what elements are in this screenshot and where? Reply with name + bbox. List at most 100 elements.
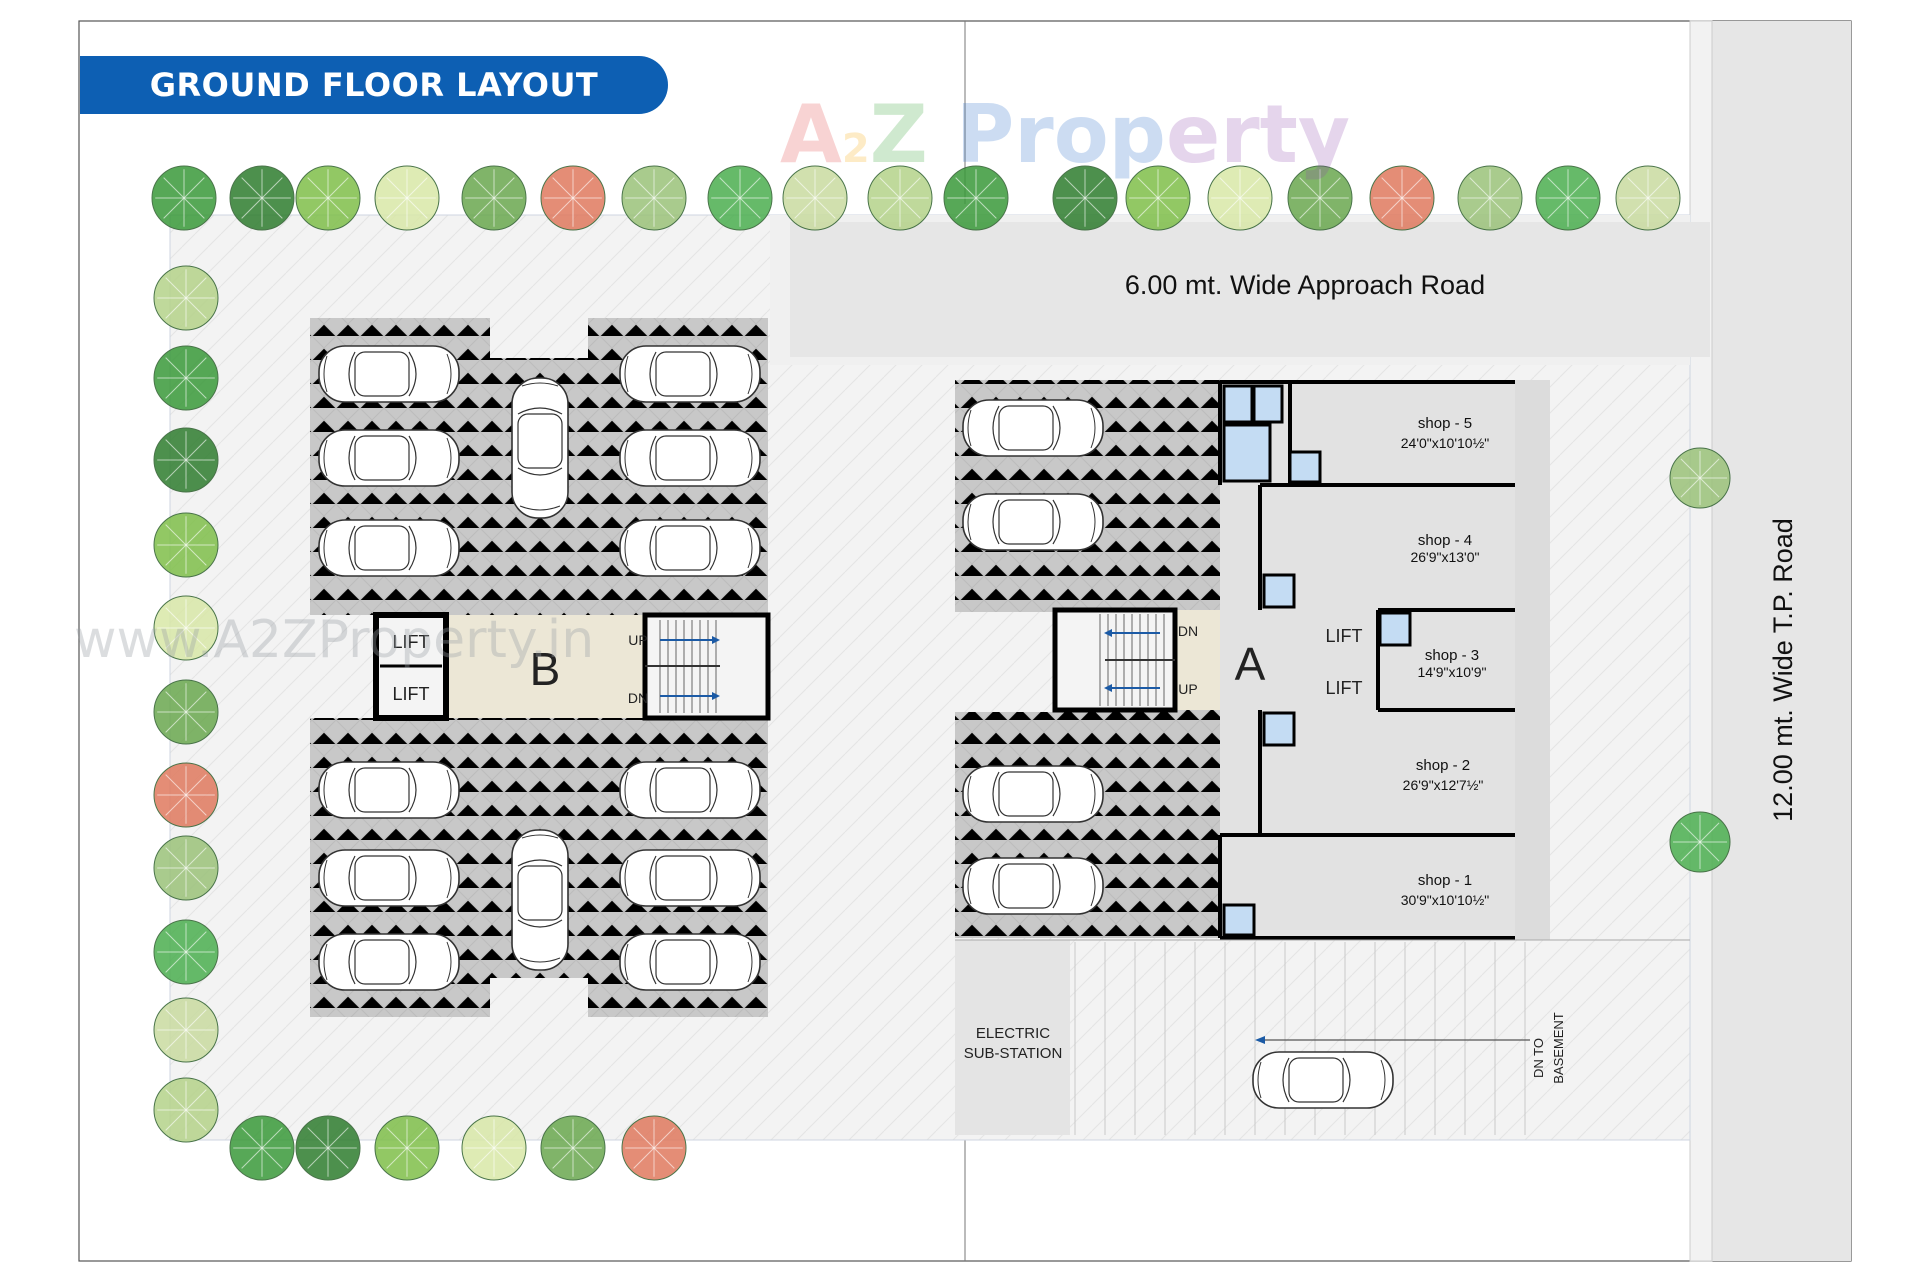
tree-branch (307, 1127, 329, 1149)
tree-branch (307, 1147, 329, 1169)
tree-branch (185, 774, 207, 796)
tree-branch (386, 177, 408, 199)
stair-a-up: UP (1178, 681, 1197, 697)
tree-branch (552, 1127, 574, 1149)
tree-branch (814, 197, 836, 219)
watermark-part: Z (869, 88, 928, 181)
tree-branch (165, 377, 187, 399)
shop-4-size: 26'9"x13'0" (1410, 549, 1479, 565)
shop-5-name: shop - 5 (1418, 415, 1472, 432)
tree-branch (1680, 458, 1701, 479)
tree-branch (165, 774, 187, 796)
tree-branch (165, 711, 187, 733)
tree-branch (739, 197, 761, 219)
tree-branch (493, 177, 515, 199)
tree-branch (185, 951, 207, 973)
tree-branch (739, 177, 761, 199)
tree-branch (493, 1127, 515, 1149)
car (619, 429, 761, 487)
lift-a-label-2: LIFT (1325, 678, 1362, 698)
car (962, 399, 1104, 457)
tree-branch (552, 177, 574, 199)
tree-branch (185, 524, 207, 546)
watermark-brand: A2Z Property (780, 88, 1350, 181)
tree-branch (572, 177, 594, 199)
tree-branch (1299, 197, 1321, 219)
tree-branch (165, 297, 187, 319)
tree-branch (1319, 197, 1341, 219)
tree-branch (163, 197, 185, 219)
tree-branch (653, 1147, 675, 1169)
toilet-block (1262, 711, 1296, 747)
tree-branch (185, 607, 207, 629)
car (318, 345, 460, 403)
tree-branch (327, 1127, 349, 1149)
electric-label-1: ELECTRIC (976, 1025, 1050, 1042)
tree-branch (1157, 197, 1179, 219)
tree-branch (185, 931, 207, 953)
tree-branch (185, 691, 207, 713)
watermark-part: erty (1165, 88, 1351, 181)
shop-5-size: 24'0"x10'10½" (1401, 435, 1489, 451)
watermark-part: Prop (927, 88, 1166, 181)
tree-branch (794, 197, 816, 219)
tree-branch (185, 277, 207, 299)
stair-b-dn: DN (628, 690, 648, 706)
tree-branch (165, 794, 187, 816)
tree-branch (633, 197, 655, 219)
tree-branch (185, 711, 207, 733)
tree-branch (327, 1147, 349, 1169)
shop-1-size: 30'9"x10'10½" (1401, 892, 1489, 908)
tree-branch (1219, 197, 1241, 219)
tree-branch (1064, 197, 1086, 219)
ramp-label-1: DN TO (1531, 1038, 1546, 1078)
shop-1-name: shop - 1 (1418, 872, 1472, 889)
watermark-part: A (780, 88, 842, 181)
tree-branch (1137, 197, 1159, 219)
tree-branch (1547, 197, 1569, 219)
toilet-block (1222, 903, 1256, 937)
electric-label-2: SUB-STATION (964, 1045, 1063, 1062)
car (318, 429, 460, 487)
tree-branch (185, 1089, 207, 1111)
car (619, 849, 761, 907)
tree-branch (406, 177, 428, 199)
approach-road (790, 222, 1710, 357)
car (619, 519, 761, 577)
tree-branch (1567, 177, 1589, 199)
stair-b-up: UP (628, 632, 647, 648)
watermark-part: 2 (841, 126, 870, 172)
shops-verandah (1515, 380, 1550, 940)
tree-branch (1627, 197, 1649, 219)
car (318, 849, 460, 907)
tree-branch (473, 1147, 495, 1169)
watermark-url: www.A2ZProperty.in (74, 610, 595, 670)
tree-branch (1699, 477, 1720, 498)
wing-a-label: A (1235, 638, 1266, 690)
lift-b-label-1: LIFT (392, 632, 429, 652)
tree-branch (185, 297, 207, 319)
tree-branch (1680, 822, 1701, 843)
wing-b-label: B (530, 643, 561, 695)
tree-branch (1239, 177, 1261, 199)
tree-branch (1627, 177, 1649, 199)
tree-branch (406, 197, 428, 219)
tree-branch (814, 177, 836, 199)
tree-branch (165, 459, 187, 481)
tree-branch (165, 357, 187, 379)
car (318, 933, 460, 991)
tree-branch (653, 1127, 675, 1149)
tree-branch (879, 177, 901, 199)
lift-b-label-2: LIFT (392, 684, 429, 704)
tree-branch (165, 931, 187, 953)
tree-branch (165, 1089, 187, 1111)
shop-3-name: shop - 3 (1425, 647, 1479, 664)
tree-branch (572, 197, 594, 219)
tree-branch (1680, 841, 1701, 862)
tree-branch (1699, 822, 1720, 843)
tree-branch (719, 177, 741, 199)
ramp-label-2: BASEMENT (1551, 1012, 1566, 1084)
electric-substation (955, 940, 1070, 1135)
tree-branch (1647, 197, 1669, 219)
